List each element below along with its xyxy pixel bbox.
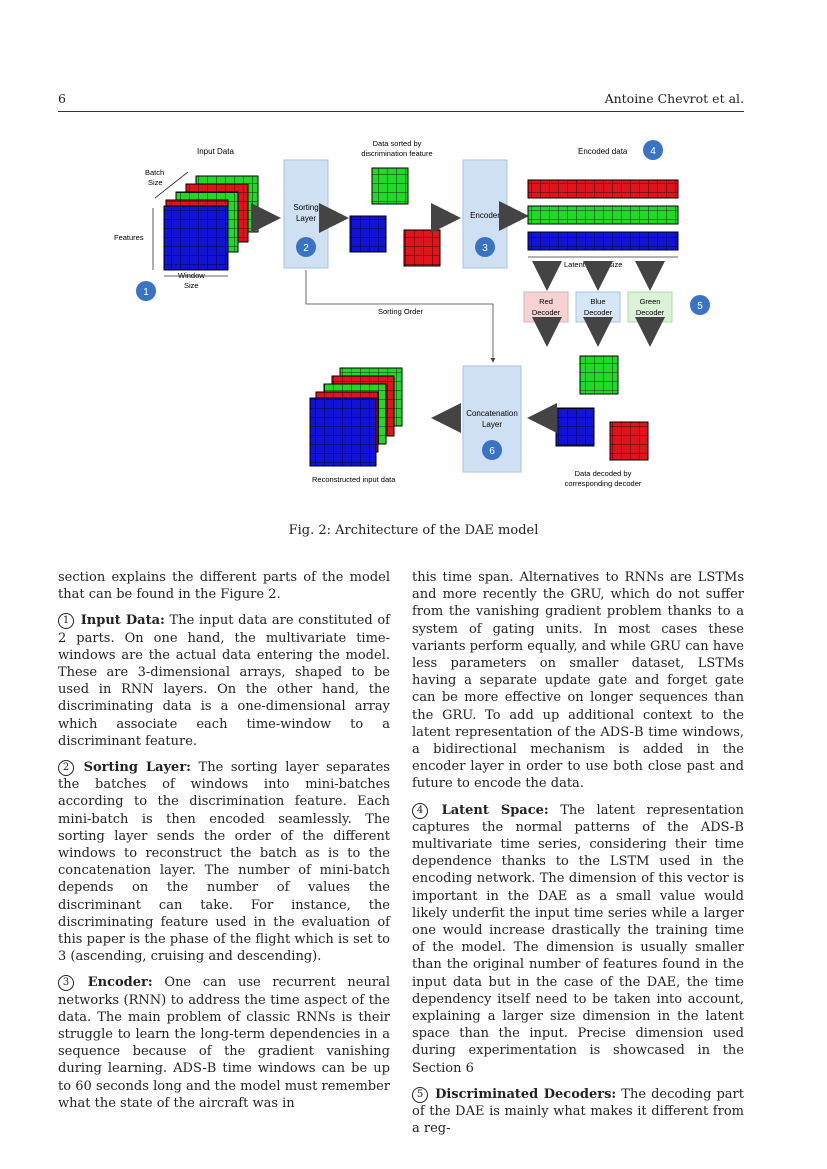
decoded-green-cube: [579, 355, 619, 395]
decoded-blue-cube: [555, 407, 595, 447]
latent-space-size-label: Latent space size: [564, 260, 622, 269]
badge-3: [475, 237, 495, 257]
badge-5-text: 5: [697, 301, 703, 312]
sorting-layer-heading: Sorting Layer:: [83, 760, 191, 776]
green-decoder-label-1: Green: [640, 297, 661, 306]
sorted-blue-cube: [349, 215, 387, 253]
badge-2: [296, 237, 316, 257]
concat-label-1: Concatenation: [466, 409, 518, 418]
input-data-paragraph: 1 Input Data: The input data are constit…: [58, 612, 390, 750]
encoded-green-bar: [527, 205, 679, 225]
encoder-text: One can use recurrent neural networks (R…: [58, 975, 390, 1111]
badge-4-text: 4: [650, 146, 656, 157]
decoded-label-1: Data decoded by: [575, 469, 632, 478]
input-data-heading: Input Data:: [80, 613, 165, 629]
sorting-layer-label-1: Sorting: [293, 203, 318, 212]
decoders-heading: Discriminated Decoders:: [435, 1086, 617, 1102]
badge-6: [482, 440, 502, 460]
page-header: 6 Antoine Chevrot et al.: [58, 91, 744, 112]
encoded-red-bar: [527, 179, 679, 199]
green-decoder-label-2: Decoder: [636, 308, 665, 317]
badge-2-text: 2: [303, 243, 309, 254]
red-decoder-label-2: Decoder: [532, 308, 561, 317]
latent-space-heading: Latent Space:: [441, 802, 549, 818]
latent-space-text: The latent representation captures the n…: [412, 802, 744, 1076]
circled-number-5: 5: [412, 1086, 428, 1103]
sorted-red-cube: [403, 229, 441, 267]
circled-number-3: 3: [58, 975, 74, 992]
encoder-label: Encoder: [470, 211, 500, 220]
latent-space-paragraph: 4 Latent Space: The latent representatio…: [412, 802, 744, 1077]
input-data-text: The input data are constituted of 2 part…: [58, 613, 390, 749]
encoded-blue-bar: [527, 231, 679, 251]
right-paragraph-1: this time span. Alternatives to RNNs are…: [412, 570, 744, 792]
window-size-label-2: Size: [184, 281, 199, 290]
badge-1: [136, 281, 156, 301]
batch-size-label-2: Size: [148, 178, 163, 187]
left-paragraph-1: section explains the different parts of …: [58, 570, 390, 603]
encoder-paragraph: 3 Encoder: One can use recurrent neural …: [58, 974, 390, 1112]
badge-1-text: 1: [143, 287, 149, 298]
concat-label-2: Layer: [482, 420, 502, 429]
red-decoder-label-1: Red: [539, 297, 553, 306]
page-number: 6: [58, 91, 66, 106]
running-authors: Antoine Chevrot et al.: [604, 91, 744, 106]
circled-number-1: 1: [58, 613, 74, 630]
sorting-order-label: Sorting Order: [378, 307, 424, 316]
blue-decoder-label-1: Blue: [590, 297, 605, 306]
decoded-red-cube: [609, 421, 649, 461]
decoded-label-2: corresponding decoder: [565, 479, 642, 488]
circled-number-2: 2: [58, 760, 74, 777]
sorting-layer-text: The sorting layer separates the batches …: [58, 760, 390, 965]
sorting-order-label-bg: [375, 305, 429, 317]
badge-5: [690, 295, 710, 315]
input-data-label: Input Data: [197, 147, 234, 156]
badge-4: [643, 140, 663, 160]
decoders-paragraph: 5 Discriminated Decoders: The decoding p…: [412, 1086, 744, 1138]
blue-decoder-label-2: Decoder: [584, 308, 613, 317]
data-sorted-label-2: discrimination feature: [361, 149, 432, 158]
sorted-green-cube: [371, 167, 409, 205]
window-size-label-1: Window: [178, 271, 205, 280]
badge-6-text: 6: [489, 446, 495, 457]
sorting-order-line: [305, 270, 496, 363]
circled-number-4: 4: [412, 802, 428, 819]
input-data-cube: [163, 175, 259, 271]
encoded-data-label: Encoded data: [578, 147, 628, 156]
encoder-heading: Encoder:: [87, 975, 153, 991]
badge-3-text: 3: [482, 243, 488, 254]
features-label: Features: [114, 233, 144, 242]
data-sorted-label-1: Data sorted by: [373, 139, 422, 148]
dae-architecture-figure: Input Data Batch Size Features Window Si…: [114, 139, 710, 488]
left-column: section explains the different parts of …: [58, 569, 390, 1121]
batch-size-arrow: [154, 171, 189, 199]
decoders-text: The decoding part of the DAE is mainly w…: [412, 1086, 744, 1137]
reconstructed-data-cube: [309, 367, 403, 467]
sorting-layer-paragraph: 2 Sorting Layer: The sorting layer separ…: [58, 759, 390, 965]
figure-caption: Fig. 2: Architecture of the DAE model: [288, 523, 539, 538]
right-column: this time span. Alternatives to RNNs are…: [412, 569, 744, 1147]
batch-size-label-1: Batch: [145, 168, 164, 177]
reconstructed-label: Reconstructed input data: [312, 475, 396, 484]
sorting-layer-label-2: Layer: [296, 214, 316, 223]
